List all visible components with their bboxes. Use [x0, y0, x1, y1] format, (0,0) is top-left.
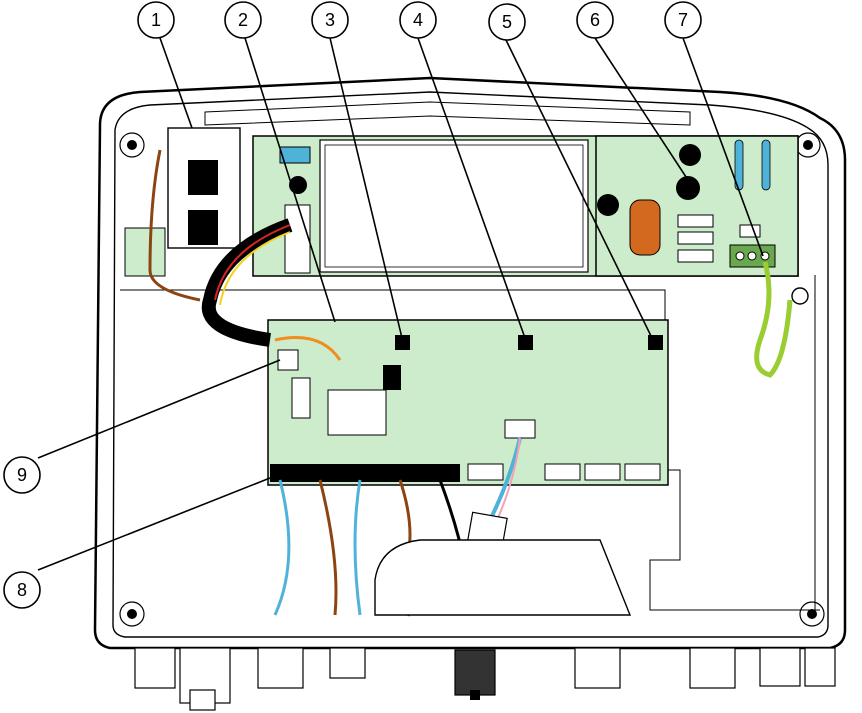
power-supply-board — [252, 135, 799, 277]
callout-7: 7 — [664, 1, 702, 39]
callout-5: 5 — [488, 3, 526, 41]
callout-2-label: 2 — [238, 10, 248, 30]
callout-4: 4 — [399, 1, 437, 39]
ground-wire — [754, 261, 793, 378]
callout-3-label: 3 — [325, 10, 335, 30]
leader-lines — [37, 37, 764, 571]
callout-6: 6 — [576, 1, 614, 39]
callout-7-label: 7 — [678, 10, 688, 30]
callout-3: 3 — [311, 1, 349, 39]
callout-4-label: 4 — [413, 10, 423, 30]
callout-9: 9 — [3, 456, 41, 494]
callout-6-label: 6 — [590, 10, 600, 30]
switch-module — [124, 127, 241, 277]
callout-1: 1 — [137, 1, 175, 39]
callout-2: 2 — [224, 1, 262, 39]
callout-8: 8 — [3, 571, 41, 609]
callout-8-label: 8 — [17, 580, 27, 600]
callout-1-label: 1 — [151, 10, 161, 30]
callout-5-label: 5 — [502, 12, 512, 32]
main-circuit-board — [267, 319, 669, 486]
callout-9-label: 9 — [17, 465, 27, 485]
cable-glands — [134, 647, 836, 711]
cable-tray-cover — [374, 539, 632, 616]
